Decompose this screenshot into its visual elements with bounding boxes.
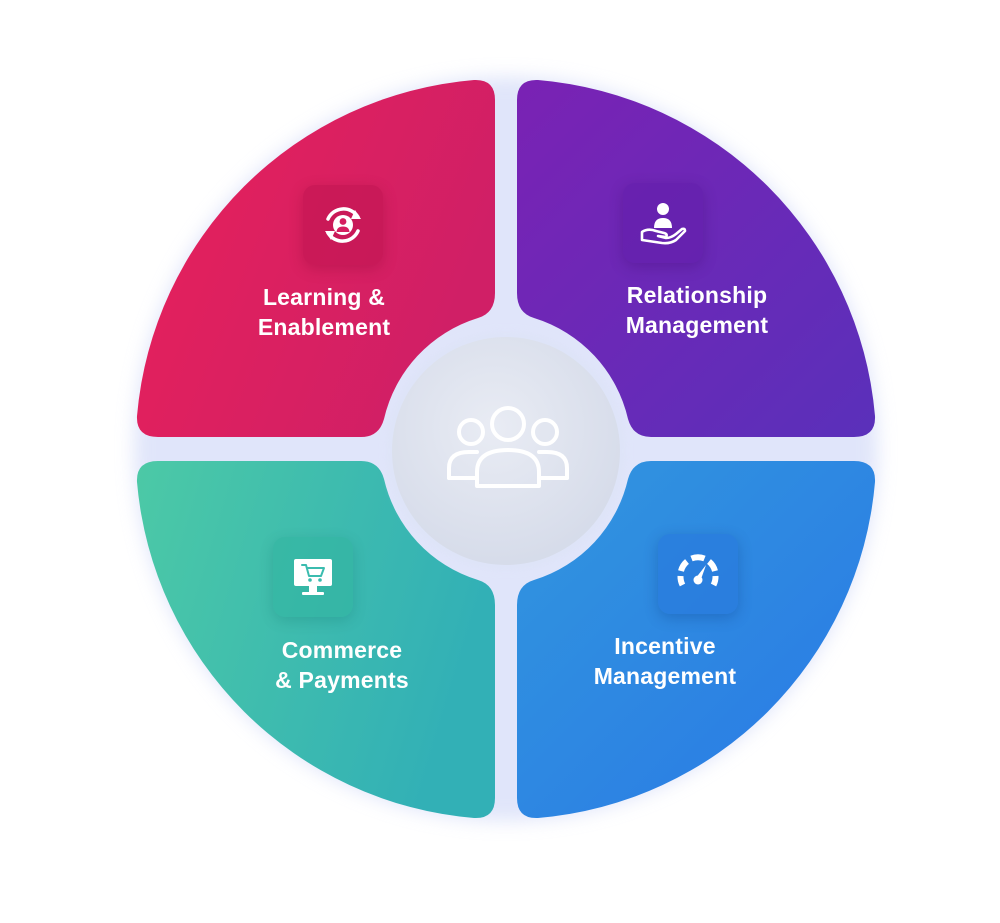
speedometer-icon xyxy=(677,554,719,587)
quadrant-commerce[interactable] xyxy=(136,461,495,819)
users-group-icon xyxy=(447,406,569,488)
commerce-icon-tile xyxy=(273,537,353,617)
learning-label: Learning & Enablement xyxy=(194,282,454,342)
user-cycle-icon xyxy=(325,207,361,243)
relationship-label-line2: Management xyxy=(625,312,769,338)
incentive-label: Incentive Management xyxy=(535,631,795,691)
relationship-label: Relationship Management xyxy=(567,280,827,340)
monitor-cart-icon xyxy=(294,559,332,595)
commerce-label-line1: Commerce xyxy=(281,637,403,663)
hand-person-icon xyxy=(640,203,687,245)
quadrant-incentive[interactable] xyxy=(517,461,876,819)
relationship-icon-tile xyxy=(623,183,703,263)
learning-icon-tile xyxy=(303,185,383,265)
commerce-label-line2: & Payments xyxy=(275,667,409,693)
incentive-icon-tile xyxy=(658,534,738,614)
learning-label-line2: Enablement xyxy=(257,314,391,340)
incentive-label-line2: Management xyxy=(593,663,737,689)
commerce-label: Commerce & Payments xyxy=(212,635,472,695)
incentive-label-line1: Incentive xyxy=(614,633,716,659)
learning-label-line1: Learning & xyxy=(262,284,386,310)
relationship-label-line1: Relationship xyxy=(626,282,768,308)
